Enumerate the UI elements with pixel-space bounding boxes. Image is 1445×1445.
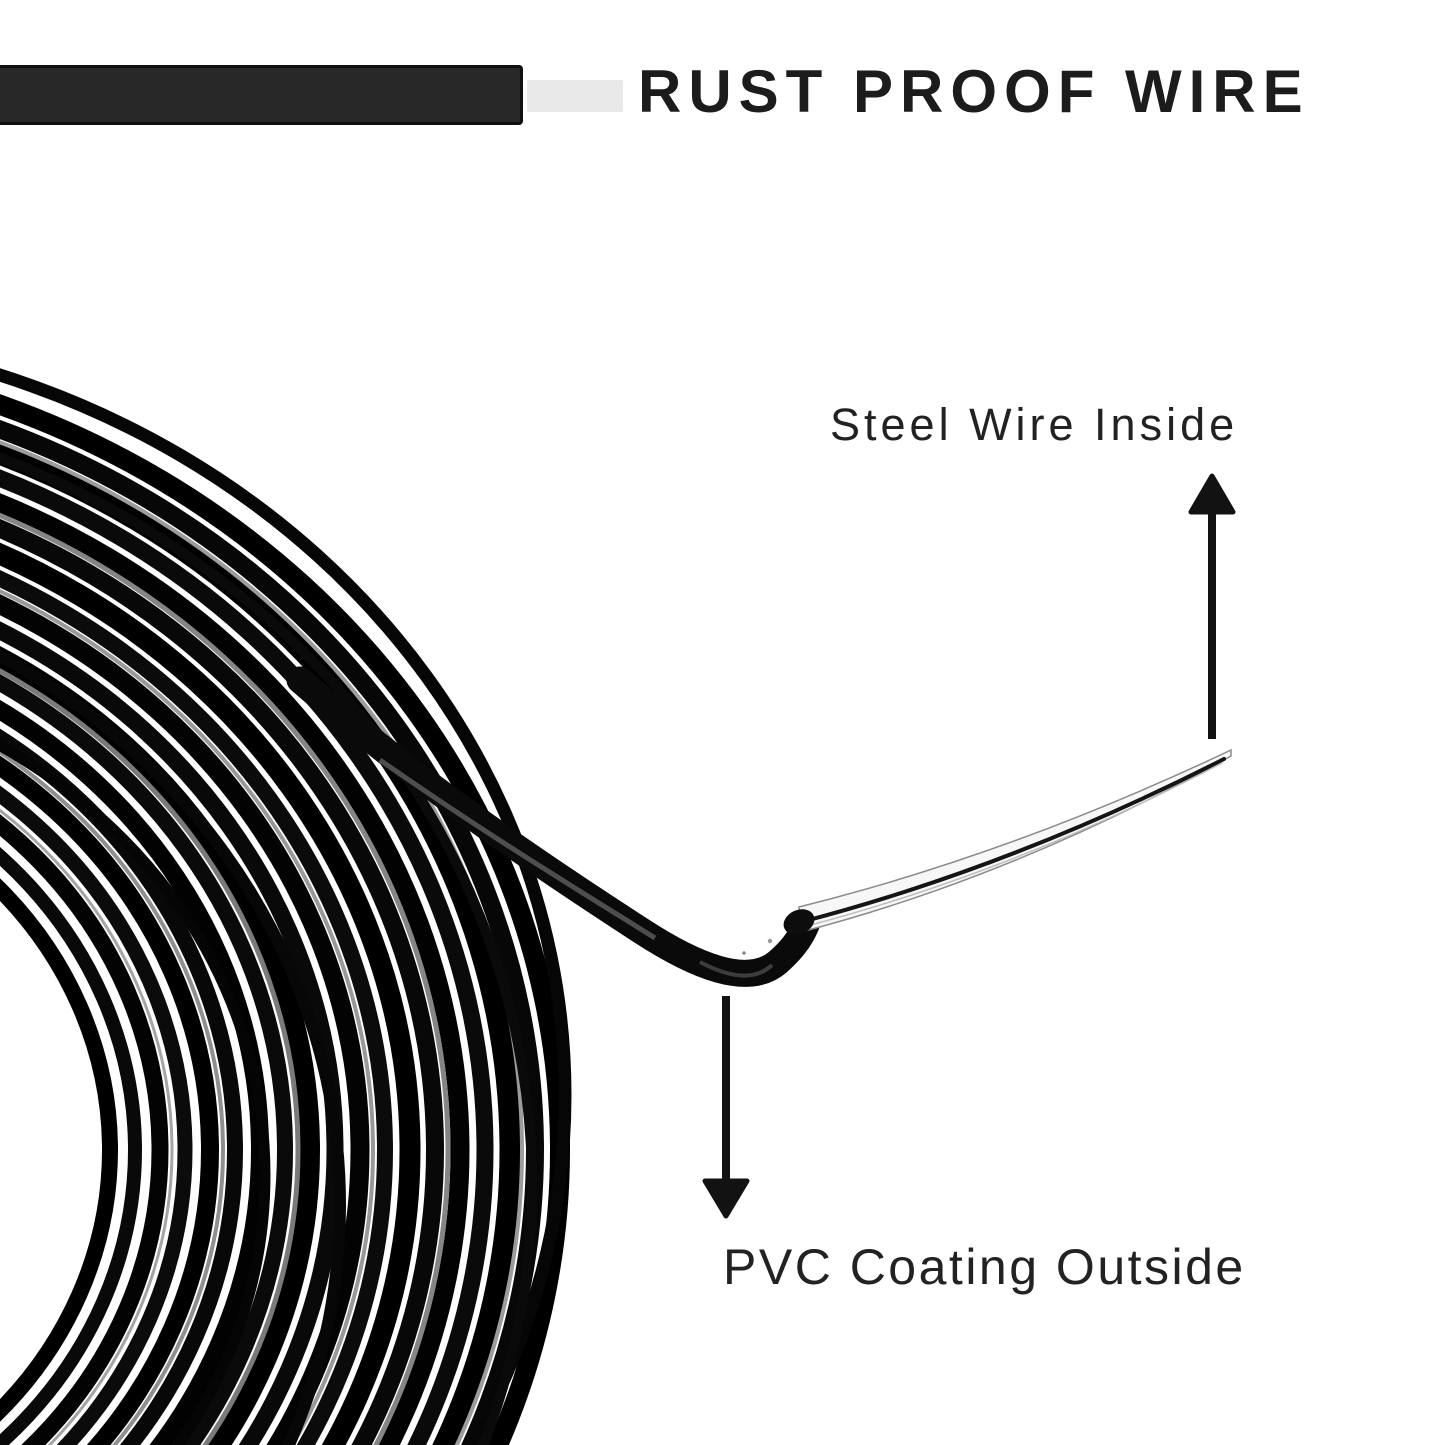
down-arrow-icon — [702, 996, 750, 1219]
wire-sample-tip — [527, 80, 623, 112]
page-title: RUST PROOF WIRE — [638, 58, 1310, 125]
pvc-coating-label: PVC Coating Outside — [723, 1239, 1246, 1295]
loose-wire-strand — [286, 666, 822, 987]
wire-coil — [0, 368, 572, 1445]
steel-wire — [783, 748, 1232, 935]
steel-wire-label: Steel Wire Inside — [830, 399, 1239, 450]
wire-sample-bar — [0, 65, 523, 125]
up-arrow-icon — [1188, 473, 1236, 739]
